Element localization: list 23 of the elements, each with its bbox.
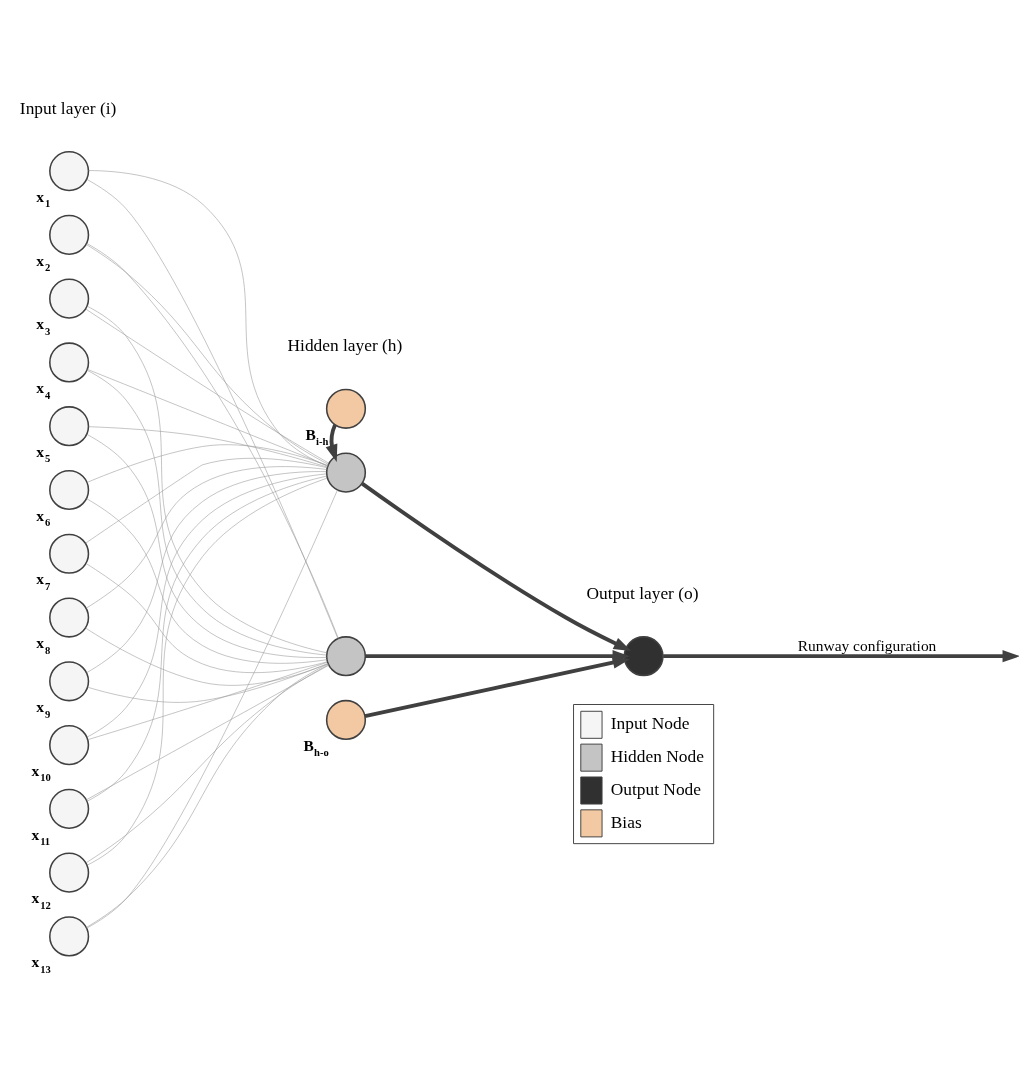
node-label: x$_{12}$ (31, 889, 51, 911)
node-label: B$_{i-h}$ (305, 425, 329, 448)
label: Output layer (o) (586, 583, 699, 603)
node-label: x$_{1}$ (36, 187, 51, 210)
legend-label: Bias (610, 812, 642, 832)
node-label: x$_{7}$ (36, 570, 51, 592)
node-label: x$_{3}$ (36, 315, 51, 337)
node-label: x$_{8}$ (36, 634, 51, 656)
edge-label: Runway configuration (797, 637, 937, 655)
node-label: x$_{13}$ (31, 953, 51, 975)
node-label: x$_{11}$ (31, 825, 51, 848)
label: Hidden layer (h) (287, 336, 403, 356)
node-label: x$_{2}$ (36, 251, 51, 274)
legend-label: Input Node (610, 714, 690, 734)
label: Input layer (i) (19, 98, 117, 118)
node-label: x$_{4}$ (36, 379, 51, 401)
node-label: x$_{9}$ (36, 698, 51, 720)
legend-label: Hidden Node (610, 746, 704, 766)
node-label: x$_{10}$ (31, 761, 51, 784)
node-label: B$_{h-o}$ (303, 736, 329, 759)
node-label: x$_{6}$ (36, 506, 51, 529)
node-label: x$_{5}$ (36, 442, 51, 465)
legend-label: Output Node (610, 779, 701, 799)
